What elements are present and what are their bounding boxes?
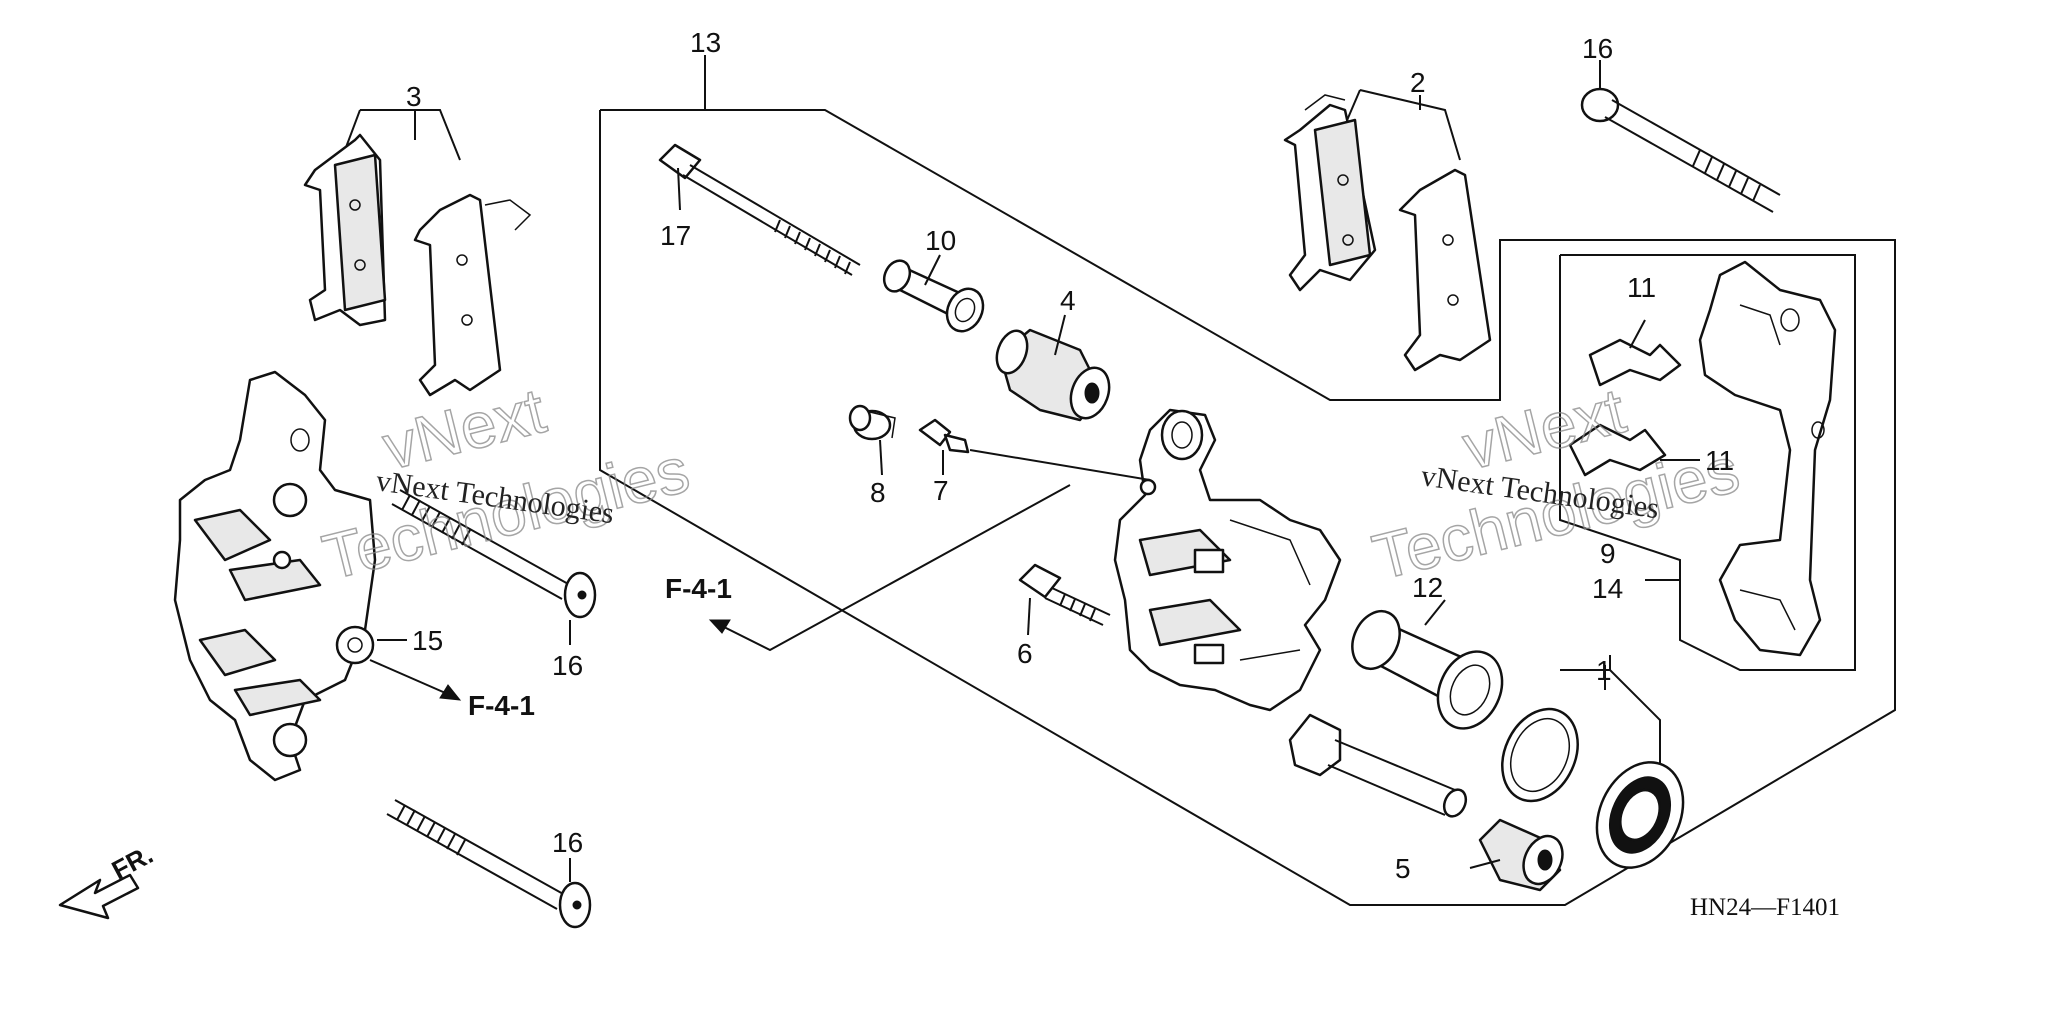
pin-boot-5	[1478, 818, 1564, 892]
callout-6: 6	[1017, 638, 1033, 669]
bleeder-cap-8	[848, 404, 896, 441]
bleeder-valve-7	[918, 418, 970, 454]
caliper-body-center	[1113, 408, 1342, 712]
callout-11-bottom: 11	[1705, 445, 1734, 476]
bolt-17	[658, 143, 861, 276]
reference-label-center: F-4-1	[665, 573, 732, 604]
callout-10: 10	[925, 225, 956, 256]
callout-16-left-top: 16	[552, 650, 583, 681]
bolt-16-left-top	[391, 489, 597, 619]
front-direction-label: FR.	[107, 839, 158, 885]
reference-arrow-left	[369, 659, 462, 701]
bolt-16-top	[1580, 87, 1781, 213]
caliper-bracket-9-14	[1698, 260, 1837, 657]
callout-7: 7	[933, 475, 949, 506]
caliper-assembly-left	[173, 370, 377, 782]
callout-16-left-bottom: 16	[552, 827, 583, 858]
reference-arrow-center	[708, 484, 1071, 652]
piston-12	[1351, 610, 1504, 730]
watermark: vNext Technologies vNext Technologies vN…	[315, 373, 1746, 594]
callout-14: 14	[1592, 573, 1623, 604]
retainer-clip-11-bottom	[1568, 423, 1667, 477]
callout-1: 1	[1596, 655, 1612, 686]
bracket-box-outline	[1559, 254, 1856, 671]
dust-seal-1	[1595, 761, 1685, 869]
callout-12: 12	[1412, 572, 1443, 603]
boot-4	[995, 328, 1111, 422]
callout-15: 15	[412, 625, 443, 656]
callout-16-top: 16	[1582, 33, 1613, 64]
callout-4: 4	[1060, 285, 1076, 316]
reference-label-left: F-4-1	[468, 690, 535, 721]
pad-set-3-bracket	[360, 109, 461, 161]
callout-11-top: 11	[1627, 272, 1656, 303]
callout-9: 9	[1600, 538, 1616, 569]
callout-2: 2	[1410, 67, 1426, 98]
piston-seal-1	[1501, 707, 1579, 803]
bolt-6	[1018, 563, 1111, 626]
callout-3: 3	[406, 81, 422, 112]
callout-labels: 13 3 2 16 17 10 4 8 7 6 12 1 5 11 11 9 1…	[406, 27, 1734, 884]
seal-set-1-bracket	[1560, 669, 1661, 770]
brake-pad-set-2	[1283, 94, 1492, 372]
retainer-clip-11-top	[1588, 338, 1682, 387]
leader-lines	[377, 55, 1700, 882]
callout-17: 17	[660, 220, 691, 251]
bolt-16-left-bottom	[386, 799, 592, 929]
slide-pin-5	[1288, 713, 1468, 818]
callout-13: 13	[690, 27, 721, 58]
sleeve-10	[882, 259, 985, 333]
brake-pad-set-3	[303, 133, 532, 397]
diagram-code: HN24—F1401	[1690, 894, 1840, 921]
assembly-13-outline	[599, 109, 1896, 906]
pad-set-2-bracket	[1359, 89, 1461, 161]
front-direction-arrow: FR.	[58, 839, 158, 920]
callout-5: 5	[1395, 853, 1411, 884]
callout-8: 8	[870, 477, 886, 508]
